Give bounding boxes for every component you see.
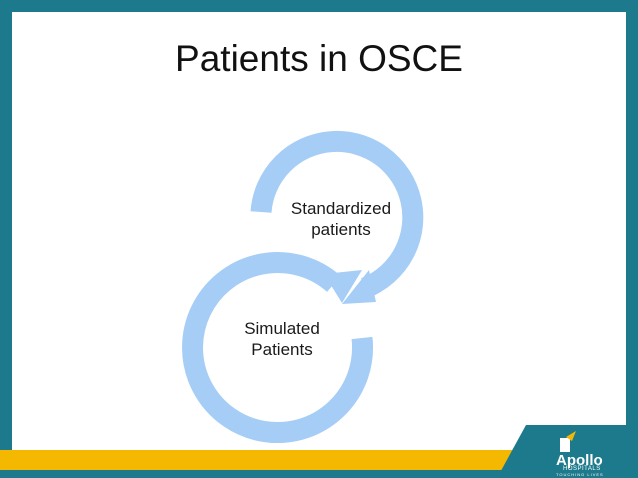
node-standardized-line1: Standardized [290,199,392,218]
standardized-arrowhead [342,270,376,304]
brand-tagline: TOUCHING LIVES [556,472,604,477]
brand-name: Apollo [556,452,603,469]
node-standardized-patients: Standardized patients [272,198,410,240]
node-simulated-patients: Simulated Patients [222,318,342,360]
node-standardized-line2: patients [311,220,371,239]
slide-title: Patients in OSCE [175,38,463,79]
simulated-arrowhead [324,270,362,303]
apollo-logo-icon [560,431,576,452]
standardized-ring [250,130,424,298]
footer-yellow-bar [0,450,520,470]
slide-canvas [12,12,626,452]
node-simulated-line2: Patients [251,340,313,359]
node-simulated-line1: Simulated [244,319,320,338]
brand-sub: HOSPITALS [563,466,601,472]
simulated-ring [182,252,374,444]
